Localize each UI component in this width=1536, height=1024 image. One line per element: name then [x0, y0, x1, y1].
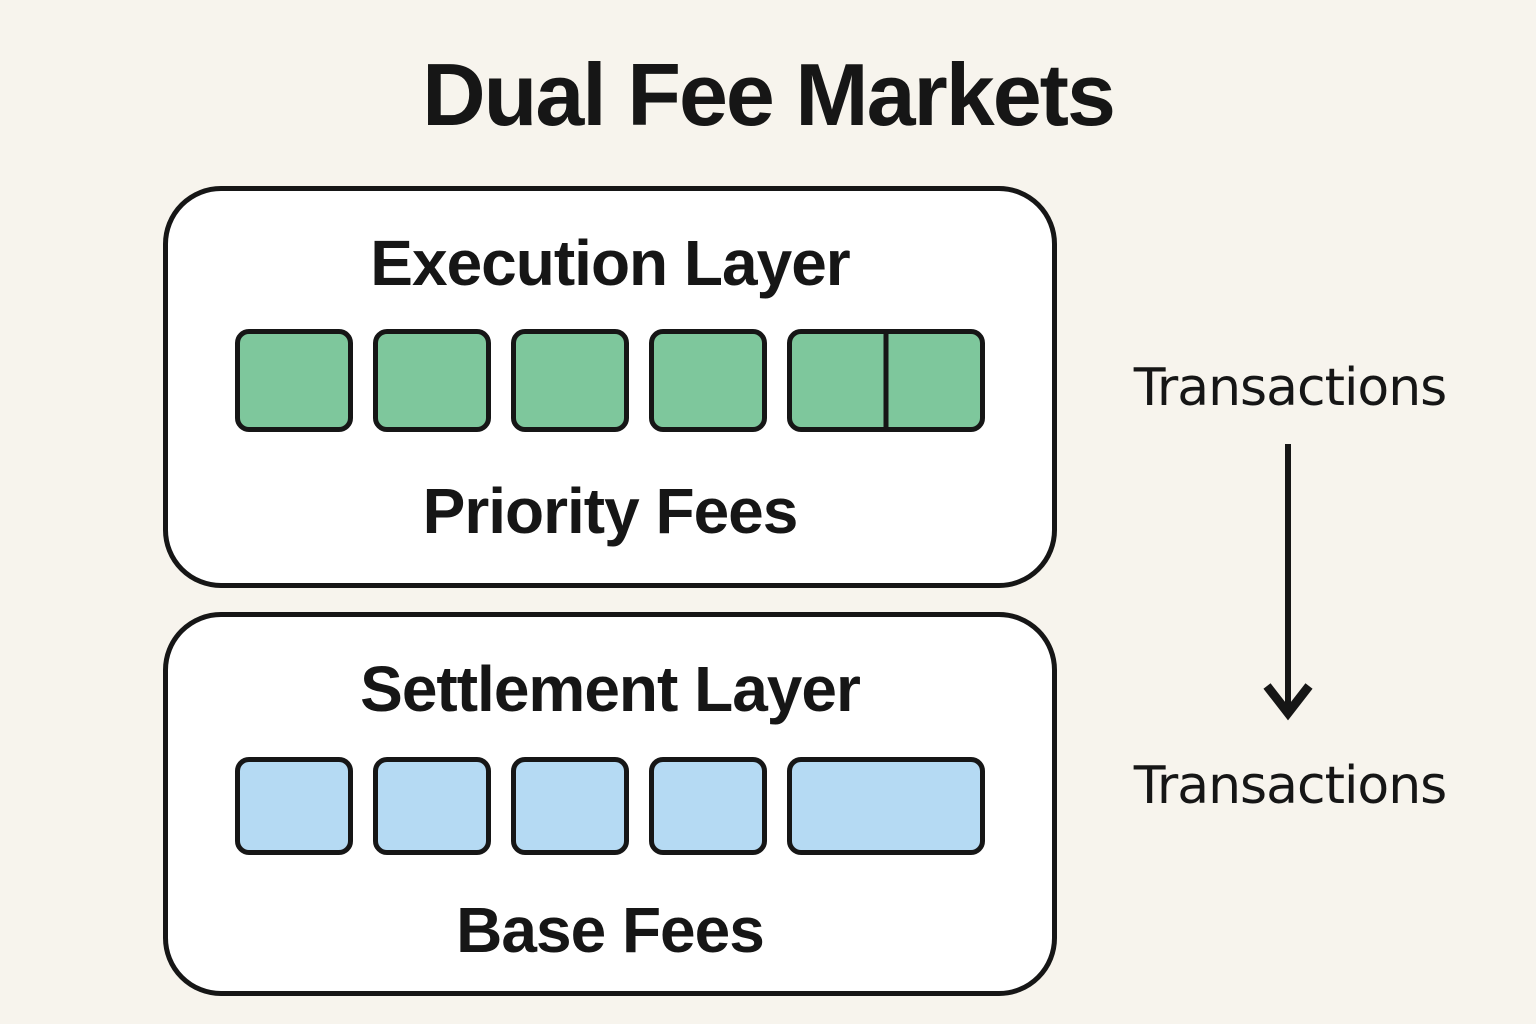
settlement-transaction-cell — [235, 756, 353, 855]
execution-transaction-cell — [787, 328, 985, 432]
diagram-title: Dual Fee Markets — [422, 45, 1116, 144]
execution-layer-title: Execution Layer — [370, 227, 850, 299]
execution-transaction-cell — [373, 328, 491, 432]
cell-divider — [883, 333, 889, 427]
execution-transaction-cell — [511, 328, 629, 432]
down-arrow-icon — [1262, 441, 1314, 723]
settlement-transaction-cell — [511, 756, 629, 855]
execution-transaction-cell — [235, 328, 353, 432]
transactions-label-top: Transactions — [1133, 358, 1448, 418]
execution-transactions-row — [235, 328, 985, 432]
base-fees-label: Base Fees — [456, 893, 765, 966]
transactions-label-bottom: Transactions — [1133, 756, 1448, 816]
settlement-layer-title: Settlement Layer — [360, 653, 861, 725]
settlement-layer-box: Settlement Layer Base Fees — [163, 612, 1057, 996]
settlement-transaction-cell — [649, 756, 767, 855]
execution-layer-box: Execution Layer Priority Fees — [163, 186, 1057, 588]
settlement-transaction-cell — [787, 756, 985, 855]
priority-fees-label: Priority Fees — [422, 474, 799, 547]
settlement-transaction-cell — [373, 756, 491, 855]
execution-transaction-cell — [649, 328, 767, 432]
settlement-transactions-row — [235, 756, 985, 855]
